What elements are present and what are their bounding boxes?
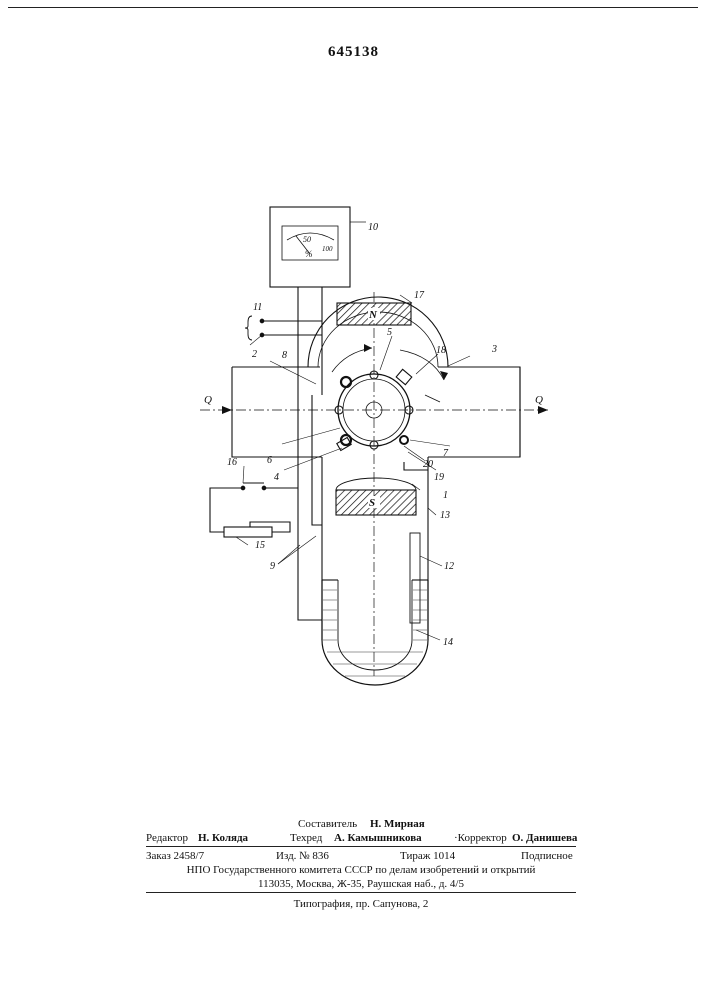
corrector-label: ·Корректор (454, 832, 507, 846)
ref-3: 3 (491, 344, 497, 355)
ref-11: 11 (253, 302, 262, 313)
electrode-12 (410, 533, 420, 623)
gauge-scale-max: 100 (322, 245, 333, 253)
ref-13: 13 (440, 510, 450, 521)
address-line: 113035, Москва, Ж-35, Раушская наб., д. … (146, 878, 576, 892)
gauge-unit: % (305, 249, 313, 259)
resistor-15 (224, 527, 272, 537)
edition-number: Изд. № 836 (276, 850, 329, 864)
ref-12: 12 (444, 561, 454, 572)
print-run: Тираж 1014 (400, 850, 455, 864)
ref-10: 10 (368, 222, 378, 233)
ref-18: 18 (436, 345, 446, 356)
flow-out-label: Q (535, 394, 543, 406)
editor-label: Редактор (146, 832, 188, 846)
pole-south-label: S (369, 497, 375, 509)
composer-label: Составитель (298, 818, 357, 832)
techred-name: А. Камышникова (334, 832, 422, 846)
u-tube-inner (338, 580, 412, 670)
order-number: Заказ 2458/7 (146, 850, 204, 864)
pole-north-label: N (368, 309, 378, 321)
magnet-element-8 (341, 377, 351, 387)
imprint-rule-top (146, 846, 576, 847)
ref-16: 16 (227, 457, 237, 468)
subscription: Подписное (521, 850, 573, 864)
composer-name: Н. Мирная (370, 818, 425, 832)
ref-14: 14 (443, 637, 453, 648)
typography-line: Типография, пр. Сапунова, 2 (146, 898, 576, 912)
ref-19: 19 (434, 472, 444, 483)
ref-2: 2 (252, 349, 257, 360)
gauge-scale-mid: 50 (303, 235, 311, 244)
ref-9: 9 (270, 561, 275, 572)
imprint-rule-bottom (146, 892, 576, 893)
corrector-name: О. Данишева (512, 832, 577, 846)
imprint-block: Составитель Н. Мирная Редактор Н. Коляда… (0, 818, 707, 912)
techred-label: Техред (290, 832, 322, 846)
ref-17: 17 (414, 290, 425, 301)
ref-20: 20 (423, 459, 433, 470)
flow-in-label: Q (204, 394, 212, 406)
editor-name: Н. Коляда (198, 832, 248, 846)
ref-15: 15 (255, 540, 265, 551)
ref-6: 6 (267, 455, 272, 466)
ref-5: 5 (387, 327, 392, 338)
npo-line: НПО Государственного комитета СССР по де… (146, 864, 576, 878)
ref-1: 1 (443, 490, 448, 501)
ref-4: 4 (274, 472, 279, 483)
ref-8: 8 (282, 350, 287, 361)
